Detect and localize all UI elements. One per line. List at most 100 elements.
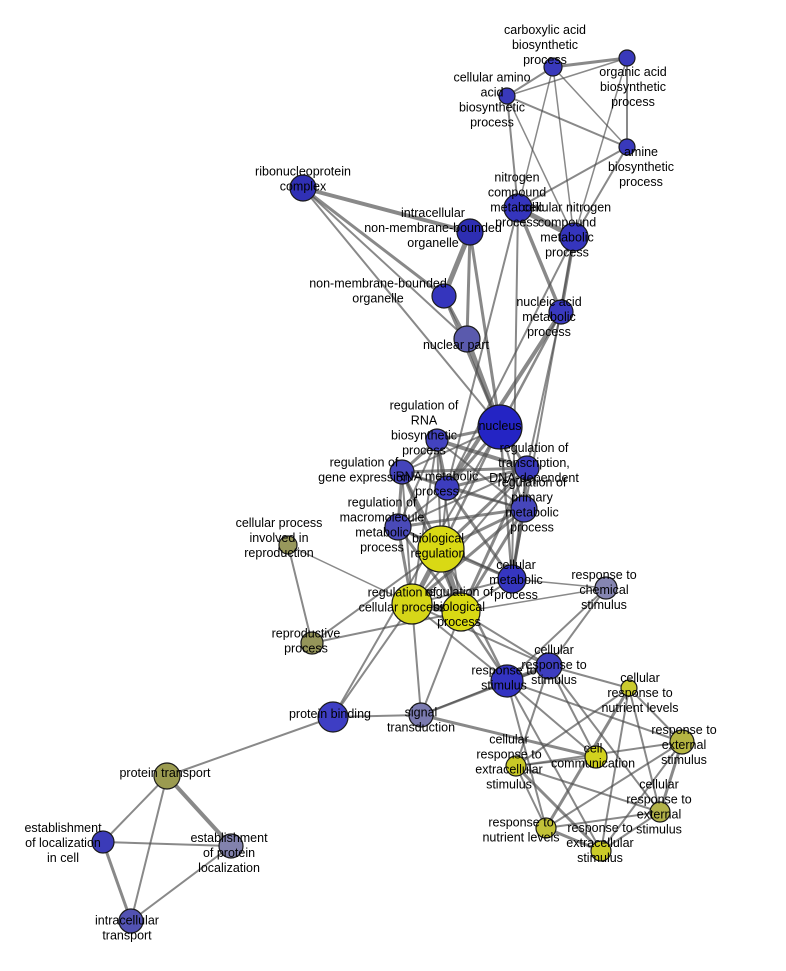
graph-edge-signal_transduction--cell_communication[interactable] xyxy=(419,713,598,759)
graph-edge-cell_resp_stimulus--cell_communication[interactable] xyxy=(548,665,597,758)
graph-edge-est_protein_localization--intracellular_transport[interactable] xyxy=(130,845,232,922)
graph-edge-reg_transcription--rna_metabolic[interactable] xyxy=(445,466,529,490)
graph-edge-protein_binding--nucleus[interactable] xyxy=(332,426,501,718)
graph-edge-resp_chemical--cellular_metabolic[interactable] xyxy=(511,578,607,589)
graph-node-nucleus[interactable] xyxy=(477,404,523,450)
graph-edge-resp_external--resp_nutrient[interactable] xyxy=(545,741,683,829)
graph-node-nucleic_acid[interactable] xyxy=(548,299,574,325)
graph-node-cell_proc_reproduction[interactable] xyxy=(278,535,298,555)
graph-node-resp_chemical[interactable] xyxy=(594,576,618,600)
graph-edge-cell_resp_nutrient--resp_extracellular[interactable] xyxy=(600,687,630,852)
graph-edge-cell_proc_reproduction--reg_cellular[interactable] xyxy=(287,544,413,605)
graph-edge-reg_primary--reg_biological[interactable] xyxy=(459,507,526,614)
graph-edge-protein_binding--reg_cellular[interactable] xyxy=(332,603,413,718)
graph-edge-nitrogen_compound--nucleic_acid[interactable] xyxy=(516,206,563,314)
graph-edge-intracellular_nmbo--nuclear_part[interactable] xyxy=(465,230,472,341)
graph-node-reg_primary[interactable] xyxy=(510,495,538,523)
graph-edge-resp_chemical--reg_biological[interactable] xyxy=(460,587,607,613)
graph-node-est_localization_in_cell[interactable] xyxy=(91,830,115,854)
graph-edge-cell_resp_stimulus--cell_resp_extracellular[interactable] xyxy=(515,665,550,767)
graph-node-nuclear_part[interactable] xyxy=(453,325,481,353)
graph-edge-resp_extracellular--cell_resp_extracellular[interactable] xyxy=(514,764,603,853)
graph-edge-rnp_complex--nuclear_part[interactable] xyxy=(302,187,468,340)
graph-node-cellular_nitrogen[interactable] xyxy=(559,222,589,252)
graph-edge-intracellular_nmbo--nucleus[interactable] xyxy=(468,230,502,429)
graph-edge-reproductive_process--reg_biological[interactable] xyxy=(311,611,462,644)
graph-node-intracellular_nmbo[interactable] xyxy=(456,218,484,246)
graph-node-cell_communication[interactable] xyxy=(584,745,608,769)
graph-edge-cell_resp_nutrient--cell_resp_extracellular[interactable] xyxy=(515,687,630,767)
graph-edge-cell_resp_extracellular--cell_resp_external[interactable] xyxy=(515,765,661,813)
graph-edge-resp_stimulus--resp_chemical[interactable] xyxy=(506,587,607,682)
graph-edge-cell_amino--cellular_nitrogen[interactable] xyxy=(506,95,575,238)
graph-edge-cell_resp_nutrient--resp_external[interactable] xyxy=(628,687,683,743)
graph-node-cell_resp_stimulus[interactable] xyxy=(535,652,563,680)
graph-edge-rnp_complex--nmb_organelle[interactable] xyxy=(301,186,446,298)
graph-edge-cell_proc_reproduction--reproductive_process[interactable] xyxy=(287,544,313,644)
graph-node-resp_external[interactable] xyxy=(669,729,695,755)
graph-node-organic[interactable] xyxy=(618,49,636,67)
graph-edge-cell_resp_stimulus--cell_resp_nutrient[interactable] xyxy=(548,665,630,689)
graph-edge-nitrogen_compound--rna_metabolic[interactable] xyxy=(446,207,519,489)
graph-node-reg_biological[interactable] xyxy=(441,592,481,632)
graph-node-signal_transduction[interactable] xyxy=(408,702,434,728)
graph-node-carboxylic[interactable] xyxy=(543,57,563,77)
graph-edge-amine--cellular_nitrogen[interactable] xyxy=(573,146,628,238)
graph-edge-resp_stimulus--resp_nutrient[interactable] xyxy=(506,680,547,829)
graph-edge-organic--cellular_nitrogen[interactable] xyxy=(573,57,628,238)
graph-edge-cell_resp_nutrient--cell_resp_external[interactable] xyxy=(628,687,661,813)
graph-edge-cell_communication--cell_resp_extracellular[interactable] xyxy=(515,756,597,767)
graph-edge-reg_primary--reg_macromolecule[interactable] xyxy=(396,507,526,529)
graph-edge-reg_primary--reg_cellular[interactable] xyxy=(410,507,526,606)
graph-edge-amine--nitrogen_compound[interactable] xyxy=(517,146,628,209)
graph-node-reg_gene_expr[interactable] xyxy=(389,459,415,485)
graph-edge-rnp_complex--intracellular_nmbo[interactable] xyxy=(301,186,472,234)
graph-node-protein_binding[interactable] xyxy=(317,701,349,733)
graph-edge-carboxylic--organic[interactable] xyxy=(551,56,629,69)
graph-node-protein_transport[interactable] xyxy=(153,762,181,790)
graph-edge-cellular_nitrogen--rna_metabolic[interactable] xyxy=(446,236,575,489)
graph-edge-nucleic_acid--reg_transcription[interactable] xyxy=(526,311,562,469)
graph-node-rnp_complex[interactable] xyxy=(289,174,317,202)
graph-edge-rna_metabolic--cellular_metabolic[interactable] xyxy=(445,486,514,581)
graph-edge-cell_resp_stimulus--resp_chemical[interactable] xyxy=(548,587,607,667)
graph-edge-carboxylic--cellular_nitrogen[interactable] xyxy=(552,66,575,238)
graph-node-resp_stimulus[interactable] xyxy=(490,664,524,698)
graph-edge-rnp_complex--nucleus[interactable] xyxy=(302,187,501,428)
graph-node-intracellular_transport[interactable] xyxy=(118,908,144,934)
graph-node-nitrogen_compound[interactable] xyxy=(503,193,533,223)
graph-edge-protein_transport--intracellular_transport[interactable] xyxy=(130,775,168,922)
graph-edge-protein_transport--est_localization_in_cell[interactable] xyxy=(102,775,168,843)
graph-edge-est_localization_in_cell--est_protein_localization[interactable] xyxy=(102,841,232,847)
graph-node-reg_rna_biosynth[interactable] xyxy=(425,428,449,452)
graph-node-cell_resp_nutrient[interactable] xyxy=(620,679,638,697)
graph-edge-cell_amino--nitrogen_compound[interactable] xyxy=(506,95,519,209)
graph-node-reg_cellular[interactable] xyxy=(391,583,433,625)
graph-edge-reg_rna_biosynth--reg_transcription[interactable] xyxy=(435,438,529,470)
graph-edge-organic--cell_amino[interactable] xyxy=(506,57,628,97)
graph-edge-protein_binding--protein_transport[interactable] xyxy=(166,716,334,777)
graph-edge-reg_rna_biosynth--reg_primary[interactable] xyxy=(436,439,525,510)
graph-node-biological_regulation[interactable] xyxy=(417,525,465,573)
graph-node-nmb_organelle[interactable] xyxy=(431,283,457,309)
graph-edge-reg_transcription--reg_gene_expr[interactable] xyxy=(400,466,529,474)
graph-node-est_protein_localization[interactable] xyxy=(218,833,244,859)
graph-node-cell_resp_external[interactable] xyxy=(649,801,671,823)
graph-edge-cell_resp_stimulus--reg_cellular[interactable] xyxy=(411,603,550,667)
graph-node-reg_transcription[interactable] xyxy=(514,455,540,481)
graph-edge-carboxylic--nitrogen_compound[interactable] xyxy=(517,66,554,209)
graph-edge-resp_nutrient--cell_resp_extracellular[interactable] xyxy=(515,765,547,829)
graph-edge-resp_nutrient--cell_resp_external[interactable] xyxy=(545,811,661,829)
graph-node-cell_resp_extracellular[interactable] xyxy=(505,755,527,777)
graph-edge-reproductive_process--biological_regulation[interactable] xyxy=(311,548,442,644)
graph-node-resp_extracellular[interactable] xyxy=(590,840,612,862)
graph-node-reg_macromolecule[interactable] xyxy=(384,513,412,541)
graph-node-rna_metabolic[interactable] xyxy=(434,475,460,501)
graph-edge-nucleic_acid--rna_metabolic[interactable] xyxy=(445,310,563,490)
graph-edge-resp_extracellular--cell_resp_external[interactable] xyxy=(600,811,661,852)
graph-edge-cell_resp_stimulus--signal_transduction[interactable] xyxy=(419,664,551,717)
graph-edge-resp_external--resp_extracellular[interactable] xyxy=(600,741,683,852)
graph-node-cell_amino[interactable] xyxy=(498,87,516,105)
graph-node-amine[interactable] xyxy=(618,138,636,156)
graph-edge-carboxylic--amine[interactable] xyxy=(552,66,628,148)
